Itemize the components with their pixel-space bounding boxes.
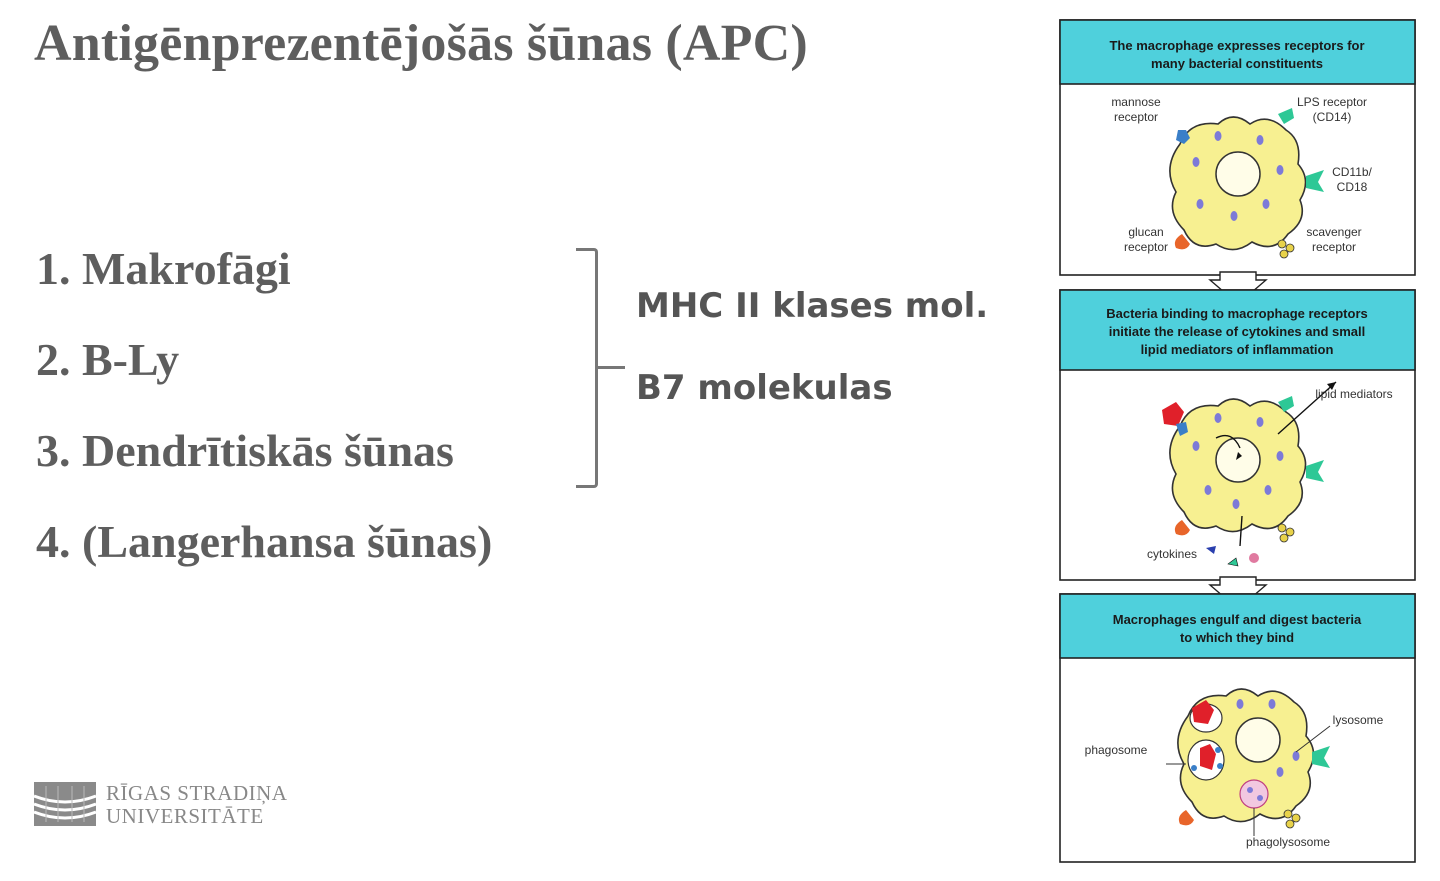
label-lysosome: lysosome [1333,713,1384,727]
grouping-bracket-tick [597,366,625,369]
slide-title: Antigēnprezentējošās šūnas (APC) [34,15,808,72]
university-logo-icon [34,782,96,826]
label-lps-line1: LPS receptor [1297,95,1367,109]
panel-1-header-line2: many bacterial constituents [1151,56,1323,71]
list-item-macrophages: 1. Makrofāgi [36,243,291,294]
label-phagosome: phagosome [1085,743,1148,757]
panel-1-header-line1: The macrophage expresses receptors for [1109,38,1364,53]
panel-2-header-line1: Bacteria binding to macrophage receptors [1106,306,1368,321]
list-item-b-ly: 2. B-Ly [36,334,180,385]
label-mannose-line2: receptor [1114,110,1158,124]
label-lps-line2: (CD14) [1313,110,1352,124]
logo-text-line1: RĪGAS STRADIŅA [106,781,288,805]
label-glucan-line1: glucan [1128,225,1163,239]
grouping-bracket [576,248,598,488]
label-phagolysosome: phagolysosome [1246,835,1330,849]
label-cytokines: cytokines [1147,547,1197,561]
macrophage-figure: The macrophage expresses receptors for m… [1050,14,1428,874]
label-cd11b-line2: CD18 [1337,180,1368,194]
list-item-langerhans-cells: 4. (Langerhansa šūnas) [36,516,493,567]
panel-2: Bacteria binding to macrophage receptors… [1059,289,1416,581]
panel-3-header-line2: to which they bind [1180,630,1294,645]
list-item-dendritic-cells: 3. Dendrītiskās šūnas [36,425,454,476]
label-scavenger-line2: receptor [1312,240,1356,254]
panel-3-header-line1: Macrophages engulf and digest bacteria [1113,612,1362,627]
macrophage-figure-svg: The macrophage expresses receptors for m… [1059,19,1416,863]
label-lipid-mediators: lipid mediators [1315,387,1392,401]
panel-3: Macrophages engulf and digest bacteria t… [1059,593,1416,863]
panel-2-header-line3: lipid mediators of inflammation [1141,342,1334,357]
label-mannose-line1: mannose [1111,95,1161,109]
molecule-b7: B7 molekulas [636,368,893,408]
label-cd11b-line1: CD11b/ [1332,165,1372,179]
panel-1: The macrophage expresses receptors for m… [1059,19,1416,276]
label-glucan-line2: receptor [1124,240,1168,254]
molecule-mhc-ii: MHC II klases mol. [636,286,989,326]
logo-text-line2: UNIVERSITĀTE [106,804,264,828]
label-scavenger-line1: scavenger [1306,225,1361,239]
panel-2-header-line2: initiate the release of cytokines and sm… [1109,324,1365,339]
